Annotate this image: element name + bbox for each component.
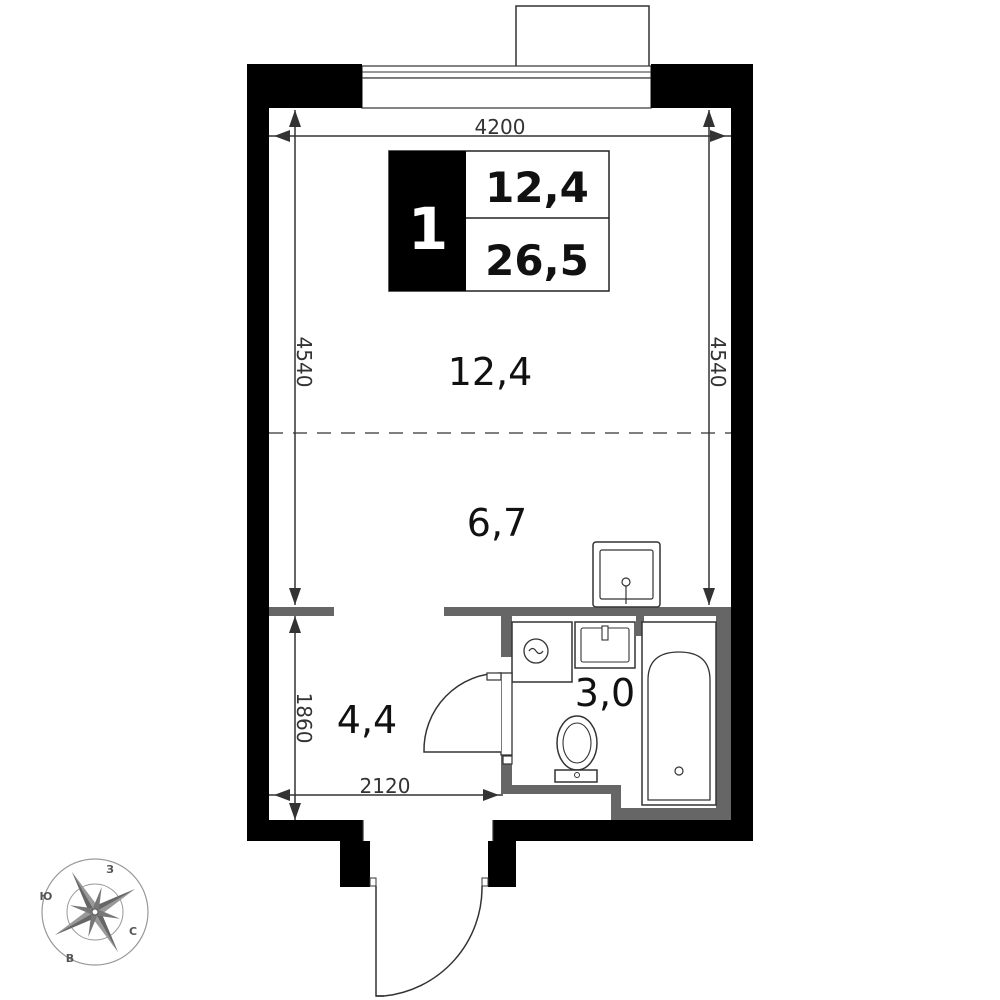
dim-top-width: 4200 — [475, 115, 526, 139]
dim-hall-height: 1860 — [292, 693, 316, 744]
toilet-icon — [554, 715, 598, 783]
living-area-value: 12,4 — [485, 163, 589, 212]
compass-west-label: Ю — [40, 890, 53, 903]
compass-east-label: С — [129, 925, 137, 938]
washing-machine-icon — [511, 621, 573, 683]
dim-hall-width: 2120 — [360, 774, 411, 798]
room-hall-area: 4,4 — [337, 698, 397, 742]
entrance-door — [362, 820, 494, 997]
dim-left-height: 4540 — [292, 337, 316, 388]
dim-right-height: 4540 — [706, 337, 730, 388]
outer-walls — [247, 64, 753, 887]
bathtub-icon — [641, 621, 717, 806]
compass-south-label: В — [66, 952, 74, 965]
total-area-value: 26,5 — [485, 236, 589, 285]
inner-walls — [269, 607, 731, 820]
compass-north-label: З — [106, 863, 114, 876]
room-bathroom-area: 3,0 — [575, 671, 635, 715]
room-living-area: 12,4 — [448, 350, 533, 394]
balcony — [361, 5, 652, 109]
apartment-badge: 1 12,4 26,5 — [388, 150, 610, 292]
kitchen-sink-icon — [592, 541, 661, 608]
compass-icon: З С В Ю — [40, 858, 149, 966]
bathroom-door — [423, 672, 513, 765]
dimension-lines — [269, 110, 731, 820]
bathroom-sink-icon — [574, 621, 636, 669]
rooms-count: 1 — [408, 195, 448, 263]
room-kitchen-area: 6,7 — [467, 501, 527, 545]
